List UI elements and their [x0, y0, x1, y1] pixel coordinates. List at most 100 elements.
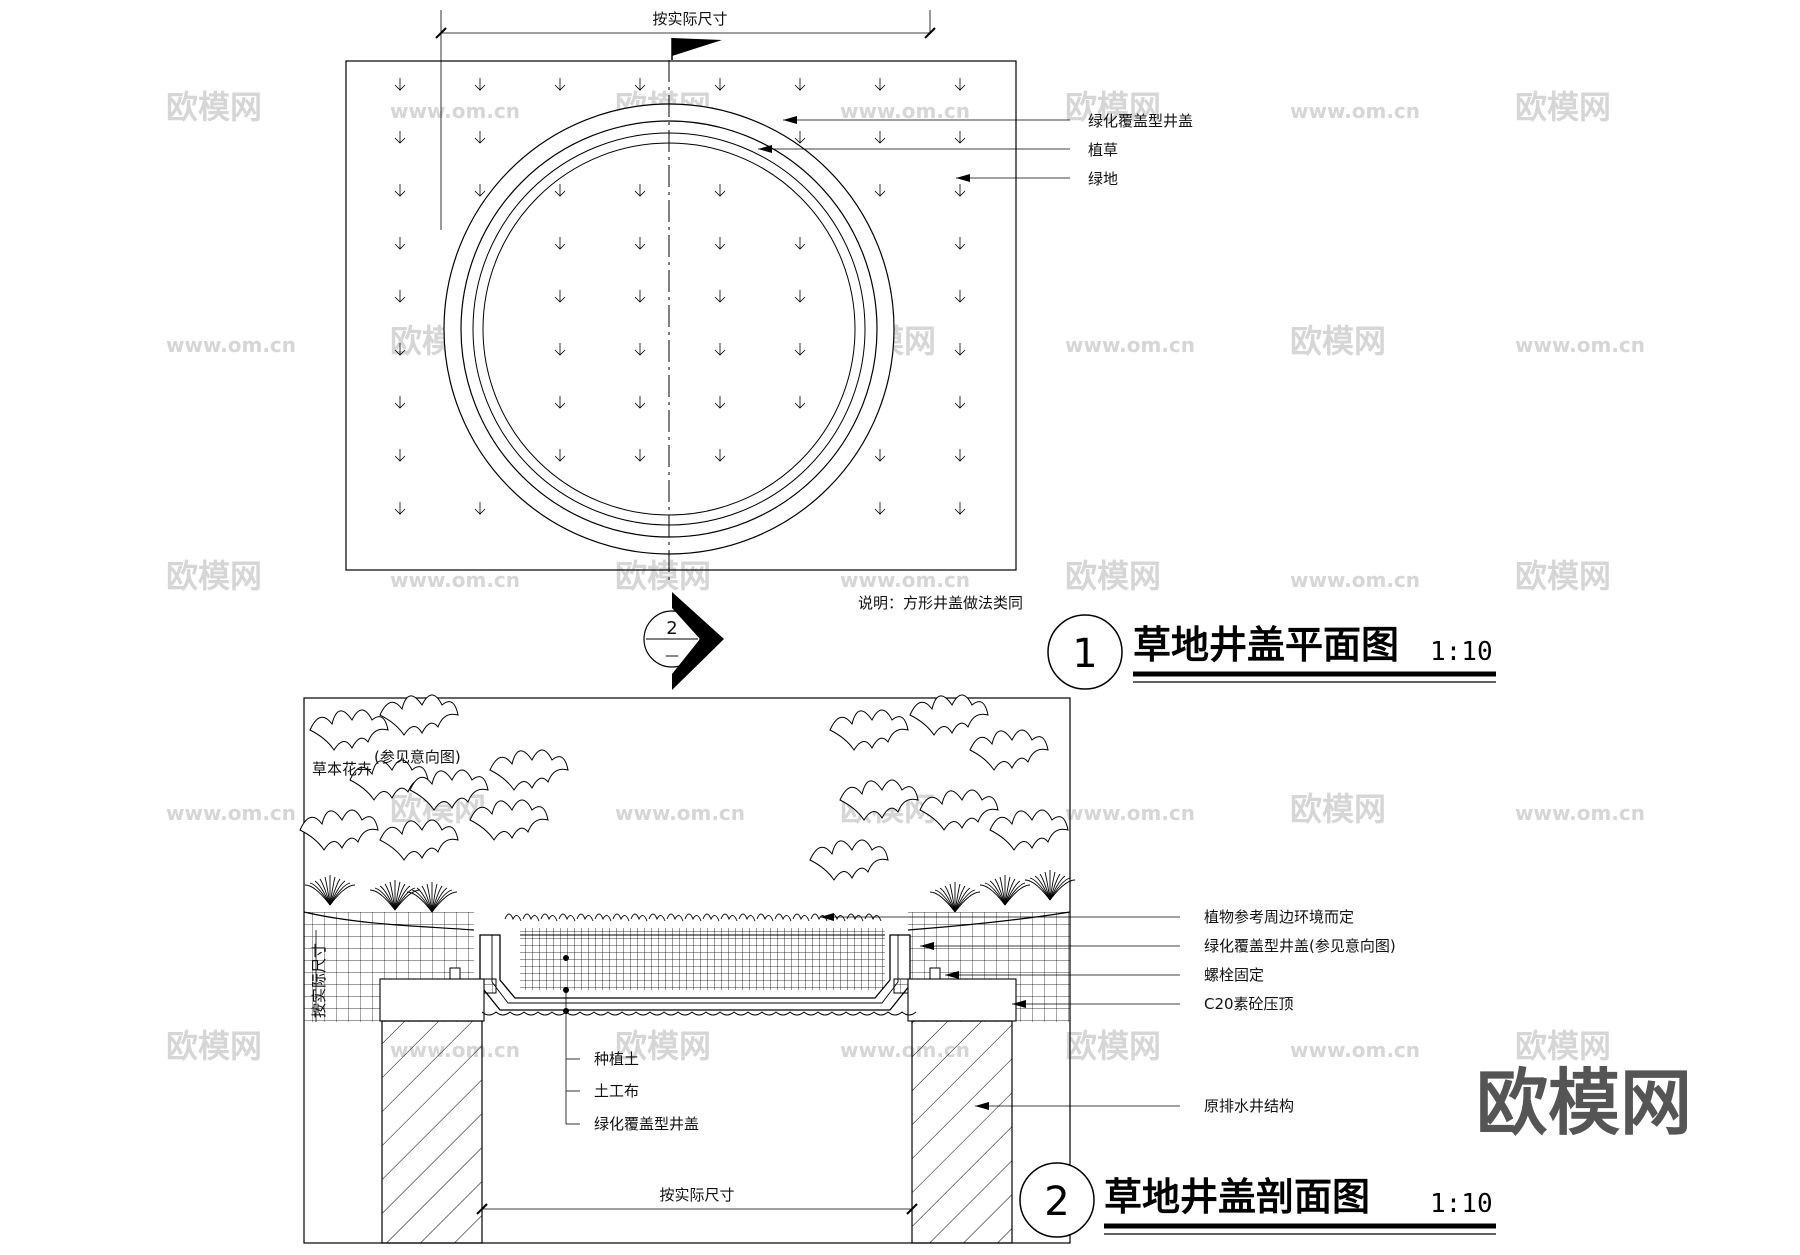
shrub-blade: [394, 889, 421, 911]
title1-scale: 1:10: [1430, 637, 1493, 667]
shrub-blade: [954, 891, 981, 913]
grass-symbol: [394, 343, 406, 356]
title-block-1: 1 草地井盖平面图 1:10: [1047, 614, 1496, 690]
watermark-text: www.om.cn: [1290, 568, 1420, 592]
grass-symbol: [954, 184, 966, 197]
grass-symbol: [554, 290, 566, 303]
section-symbol-sheet: —: [665, 648, 679, 664]
shrub-blade: [934, 889, 956, 913]
shrub-blade: [1039, 873, 1051, 901]
grass-symbol: [554, 237, 566, 250]
cover-plant: [594, 913, 612, 922]
grass-symbol: [554, 184, 566, 197]
leaf-cluster: [379, 819, 459, 861]
watermark-text: www.om.cn: [1515, 801, 1645, 825]
grass-symbol: [634, 237, 646, 250]
section-callout-bolt: 螺栓固定: [1204, 966, 1264, 984]
cover-plant: [576, 913, 594, 922]
grass-symbol: [714, 396, 726, 409]
grass-symbol: [954, 343, 966, 356]
title2-scale: 1:10: [1430, 1189, 1493, 1219]
leaf-cluster: [909, 694, 989, 736]
title-block-2: 2 草地井盖剖面图 1:10: [1019, 1162, 1496, 1238]
grass-symbol: [874, 184, 886, 197]
shrub-blade: [1044, 871, 1051, 901]
cover-plant: [792, 913, 810, 922]
leaf-cluster: [379, 694, 459, 736]
cover-plant: [666, 913, 684, 922]
shrub-blade: [954, 883, 961, 913]
shrub-blade: [379, 885, 396, 911]
shrub-blade: [416, 887, 433, 913]
section-callout-structure: 原排水井结构: [1204, 1097, 1294, 1115]
shrub-blade: [944, 885, 956, 913]
grass-symbol: [634, 449, 646, 462]
grass-symbol: [794, 343, 806, 356]
leaf-cluster: [989, 809, 1069, 851]
cover-plant: [558, 913, 576, 922]
grass-symbol: [794, 290, 806, 303]
cover-plant: [612, 913, 630, 922]
grass-symbol: [554, 396, 566, 409]
leaf-cluster: [919, 789, 999, 831]
grass-symbol: [394, 396, 406, 409]
grass-symbol: [874, 78, 886, 91]
cover-plant: [540, 913, 558, 922]
grass-symbol: [394, 290, 406, 303]
shrub-blade: [384, 883, 396, 911]
watermark-text: www.om.cn: [1515, 333, 1645, 357]
shrub-blade: [389, 881, 396, 911]
watermark-text: www.om.cn: [840, 568, 970, 592]
title2-number: 2: [1044, 1179, 1069, 1225]
title2-text: 草地井盖剖面图: [1104, 1175, 1370, 1219]
plan-view: 按实际尺寸 绿化覆盖型井盖 植草 绿地 说明：方形井盖做法类同 2 —: [345, 10, 1193, 690]
section-plants-ref: (参见意向图): [374, 748, 461, 766]
grass-symbol: [954, 396, 966, 409]
grass-symbol: [954, 502, 966, 515]
grass-symbol: [954, 449, 966, 462]
leaf-cluster: [309, 709, 389, 751]
shrub-blade: [1004, 884, 1031, 906]
shrub-blade: [431, 883, 438, 913]
inner-callout-soil: 种植土: [594, 1050, 639, 1068]
grass-symbol: [634, 78, 646, 91]
cover-plant: [630, 913, 648, 922]
grass-symbol: [714, 237, 726, 250]
watermark-text: 欧模网: [615, 557, 711, 595]
grass-symbol: [394, 184, 406, 197]
watermark-text: www.om.cn: [1290, 99, 1420, 123]
shrub-blade: [989, 880, 1006, 906]
shrub-blade: [329, 884, 356, 906]
watermark-text: 欧模网: [166, 557, 262, 595]
grass-symbol: [634, 343, 646, 356]
shrub-blade: [1034, 875, 1051, 901]
title1-number: 1: [1072, 631, 1097, 677]
watermark-text: www.om.cn: [390, 568, 520, 592]
grass-symbol: [394, 449, 406, 462]
grass-symbol: [714, 343, 726, 356]
grass-symbol: [394, 131, 406, 144]
cover-plant: [738, 913, 756, 922]
grass-symbol: [394, 502, 406, 515]
grass-symbol: [954, 290, 966, 303]
grass-symbol: [474, 78, 486, 91]
leaf-cluster: [299, 809, 379, 851]
shrub-blade: [949, 883, 956, 913]
section-symbol-number: 2: [666, 618, 677, 639]
grass-symbol: [634, 396, 646, 409]
plan-note: 说明：方形井盖做法类同: [858, 594, 1023, 612]
grass-symbol: [714, 78, 726, 91]
section-callout-coping: C20素砼压顶: [1204, 995, 1294, 1013]
watermark-text: 欧模网: [1515, 1027, 1611, 1065]
shrub-blade: [394, 881, 401, 911]
leaf-cluster: [409, 769, 489, 811]
shrub-blade: [994, 878, 1006, 906]
shrub-blade: [411, 889, 433, 913]
grass-symbol: [874, 502, 886, 515]
watermark-text: 欧模网: [1515, 557, 1611, 595]
grass-symbol: [794, 131, 806, 144]
shrub-blade: [374, 887, 396, 911]
cover-plant: [504, 913, 522, 922]
shrub-blade: [319, 878, 331, 906]
watermark-text: www.om.cn: [166, 333, 296, 357]
